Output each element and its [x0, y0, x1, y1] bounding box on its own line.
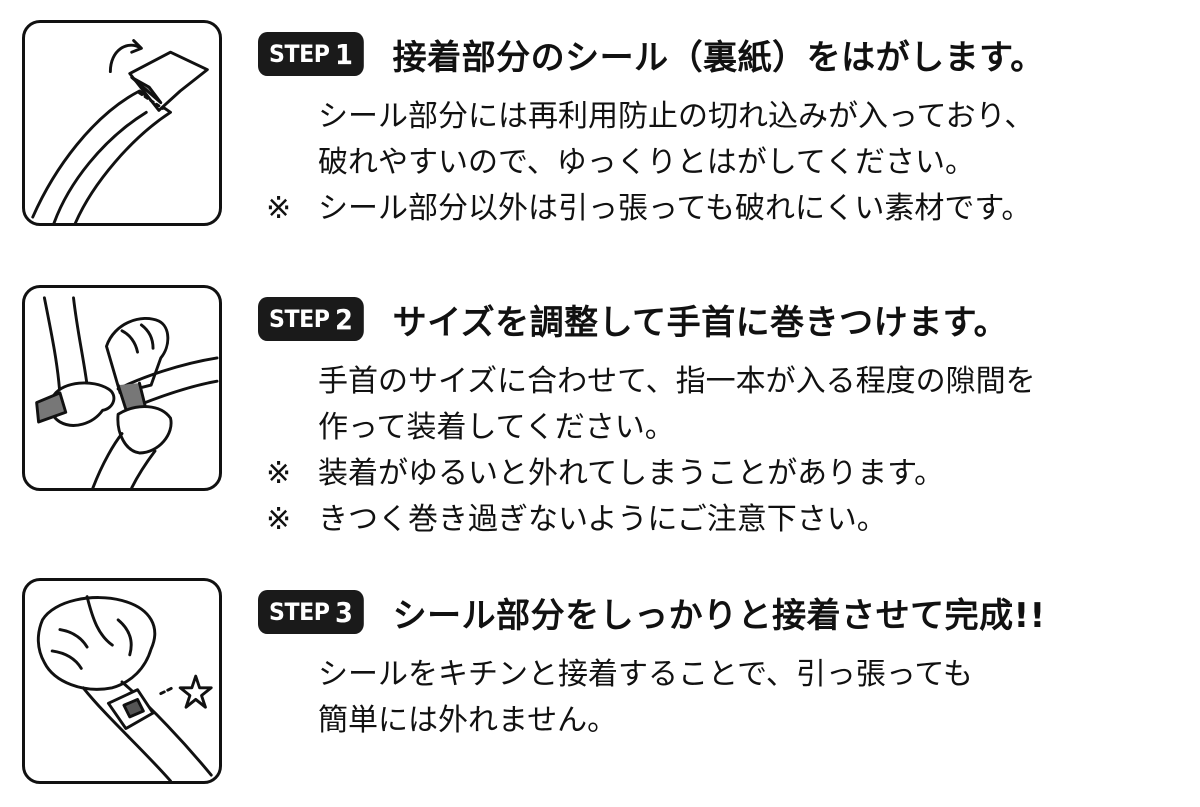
- step-2-line-1: 手首のサイズに合わせて、指一本が入る程度の隙間を: [318, 364, 1036, 399]
- step-3-body: シールをキチンと接着することで、引っ張っても 簡単には外れません。: [318, 652, 973, 744]
- step-1-line-2: 破れやすいので、ゆっくりとはがしてください。: [318, 145, 975, 180]
- step-2-title: サイズを調整して手首に巻きつけます。: [392, 302, 1009, 343]
- step-1-title: 接着部分のシール（裏紙）をはがします。: [392, 37, 1045, 78]
- wrapping-wrist-icon: [22, 285, 222, 491]
- step-2-note-1: ※装着がゆるいと外れてしまうことがあります。: [266, 456, 945, 491]
- step-1-note-1: ※シール部分以外は引っ張っても破れにくい素材です。: [266, 186, 1031, 232]
- step-2-line-2: 作って装着してください。: [318, 410, 675, 445]
- step-2-note-2: ※きつく巻き過ぎないようにご注意下さい。: [266, 502, 887, 537]
- step-1-line-1: シール部分には再利用防止の切れ込みが入っており、: [318, 99, 1035, 134]
- step-2-body: 手首のサイズに合わせて、指一本が入る程度の隙間を 作って装着してください。: [318, 359, 1036, 451]
- step-3-line-2: 簡単には外れません。: [318, 703, 618, 738]
- note-mark: ※: [266, 191, 292, 226]
- step-3-line-1: シールをキチンと接着することで、引っ張っても: [318, 657, 973, 692]
- fist-band-icon: [22, 578, 222, 784]
- step-3-title: シール部分をしっかりと接着させて完成!!: [392, 595, 1046, 636]
- peeling-seal-icon: [22, 20, 222, 226]
- step-1-body: シール部分には再利用防止の切れ込みが入っており、 破れやすいので、ゆっくりとはが…: [318, 94, 1034, 186]
